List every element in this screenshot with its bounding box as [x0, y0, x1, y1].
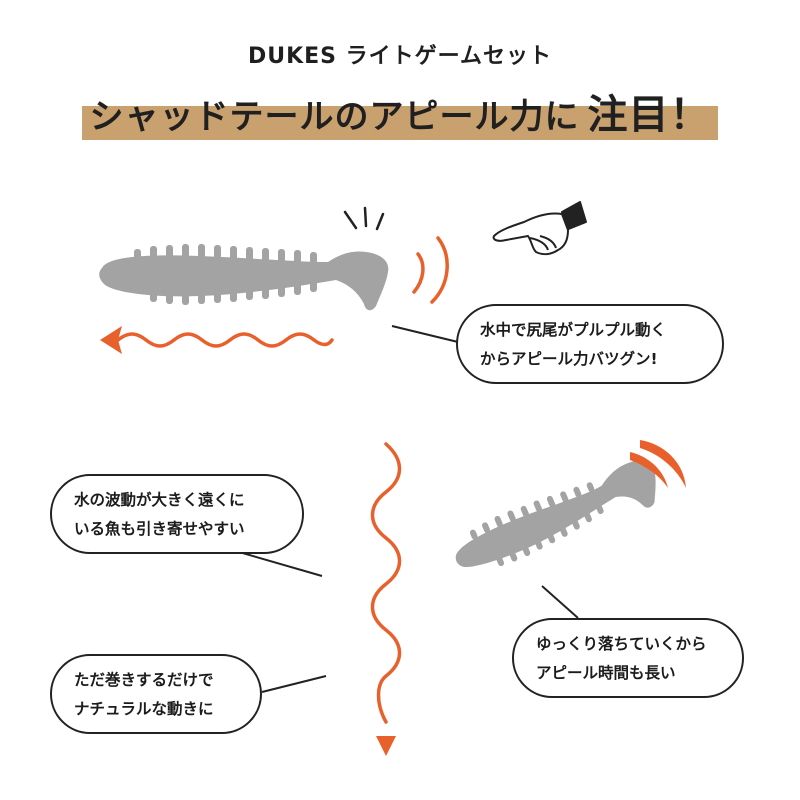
wave-arcs-top	[412, 236, 449, 304]
wavy-arrow-down-icon	[370, 442, 402, 756]
callout-wave-attraction-line2: いる魚も引き寄せやすい	[74, 520, 245, 538]
leader-line-top	[391, 325, 459, 343]
vibration-lines-icon	[343, 206, 385, 231]
lure-ribs-top	[134, 244, 317, 305]
shad-lure-diagonal-icon	[455, 460, 656, 568]
callout-slow-fall-line2: アピール時間も長い	[536, 664, 676, 682]
callout-just-reel: ただ巻きするだけで ナチュラルな動きに	[50, 654, 262, 734]
pointing-hand-icon	[492, 201, 587, 256]
product-subtitle: DUKES ライトゲームセット	[247, 44, 553, 69]
shad-lure-icon	[99, 244, 389, 311]
callout-tail-vibration-line2: からアピール力バツグン!	[480, 350, 658, 368]
headline-emphasis: 注目！	[587, 92, 711, 138]
callout-slow-fall-line1: ゆっくり落ちていくから	[536, 635, 707, 653]
headline-highlight-band	[82, 106, 718, 140]
callout-tail-vibration: 水中で尻尾がプルプル動く からアピール力バツグン!	[456, 304, 724, 384]
leader-line-reel	[261, 675, 327, 693]
callout-just-reel-line1: ただ巻きするだけで	[74, 671, 214, 689]
wave-arcs-right	[630, 440, 686, 488]
headline: シャッドテールのアピール力に注目！	[0, 82, 800, 140]
leader-line-fall	[541, 585, 579, 619]
callout-wave-attraction: 水の波動が大きく遠くに いる魚も引き寄せやすい	[50, 474, 304, 554]
callout-wave-attraction-line1: 水の波動が大きく遠くに	[74, 491, 245, 509]
wavy-arrow-icon	[100, 326, 334, 354]
leader-line-wave	[231, 549, 323, 577]
callout-just-reel-line2: ナチュラルな動きに	[74, 700, 214, 718]
headline-main: シャッドテールのアピール力に	[89, 97, 580, 137]
callout-slow-fall: ゆっくり落ちていくから アピール時間も長い	[512, 618, 744, 698]
callout-tail-vibration-line1: 水中で尻尾がプルプル動く	[480, 321, 667, 339]
